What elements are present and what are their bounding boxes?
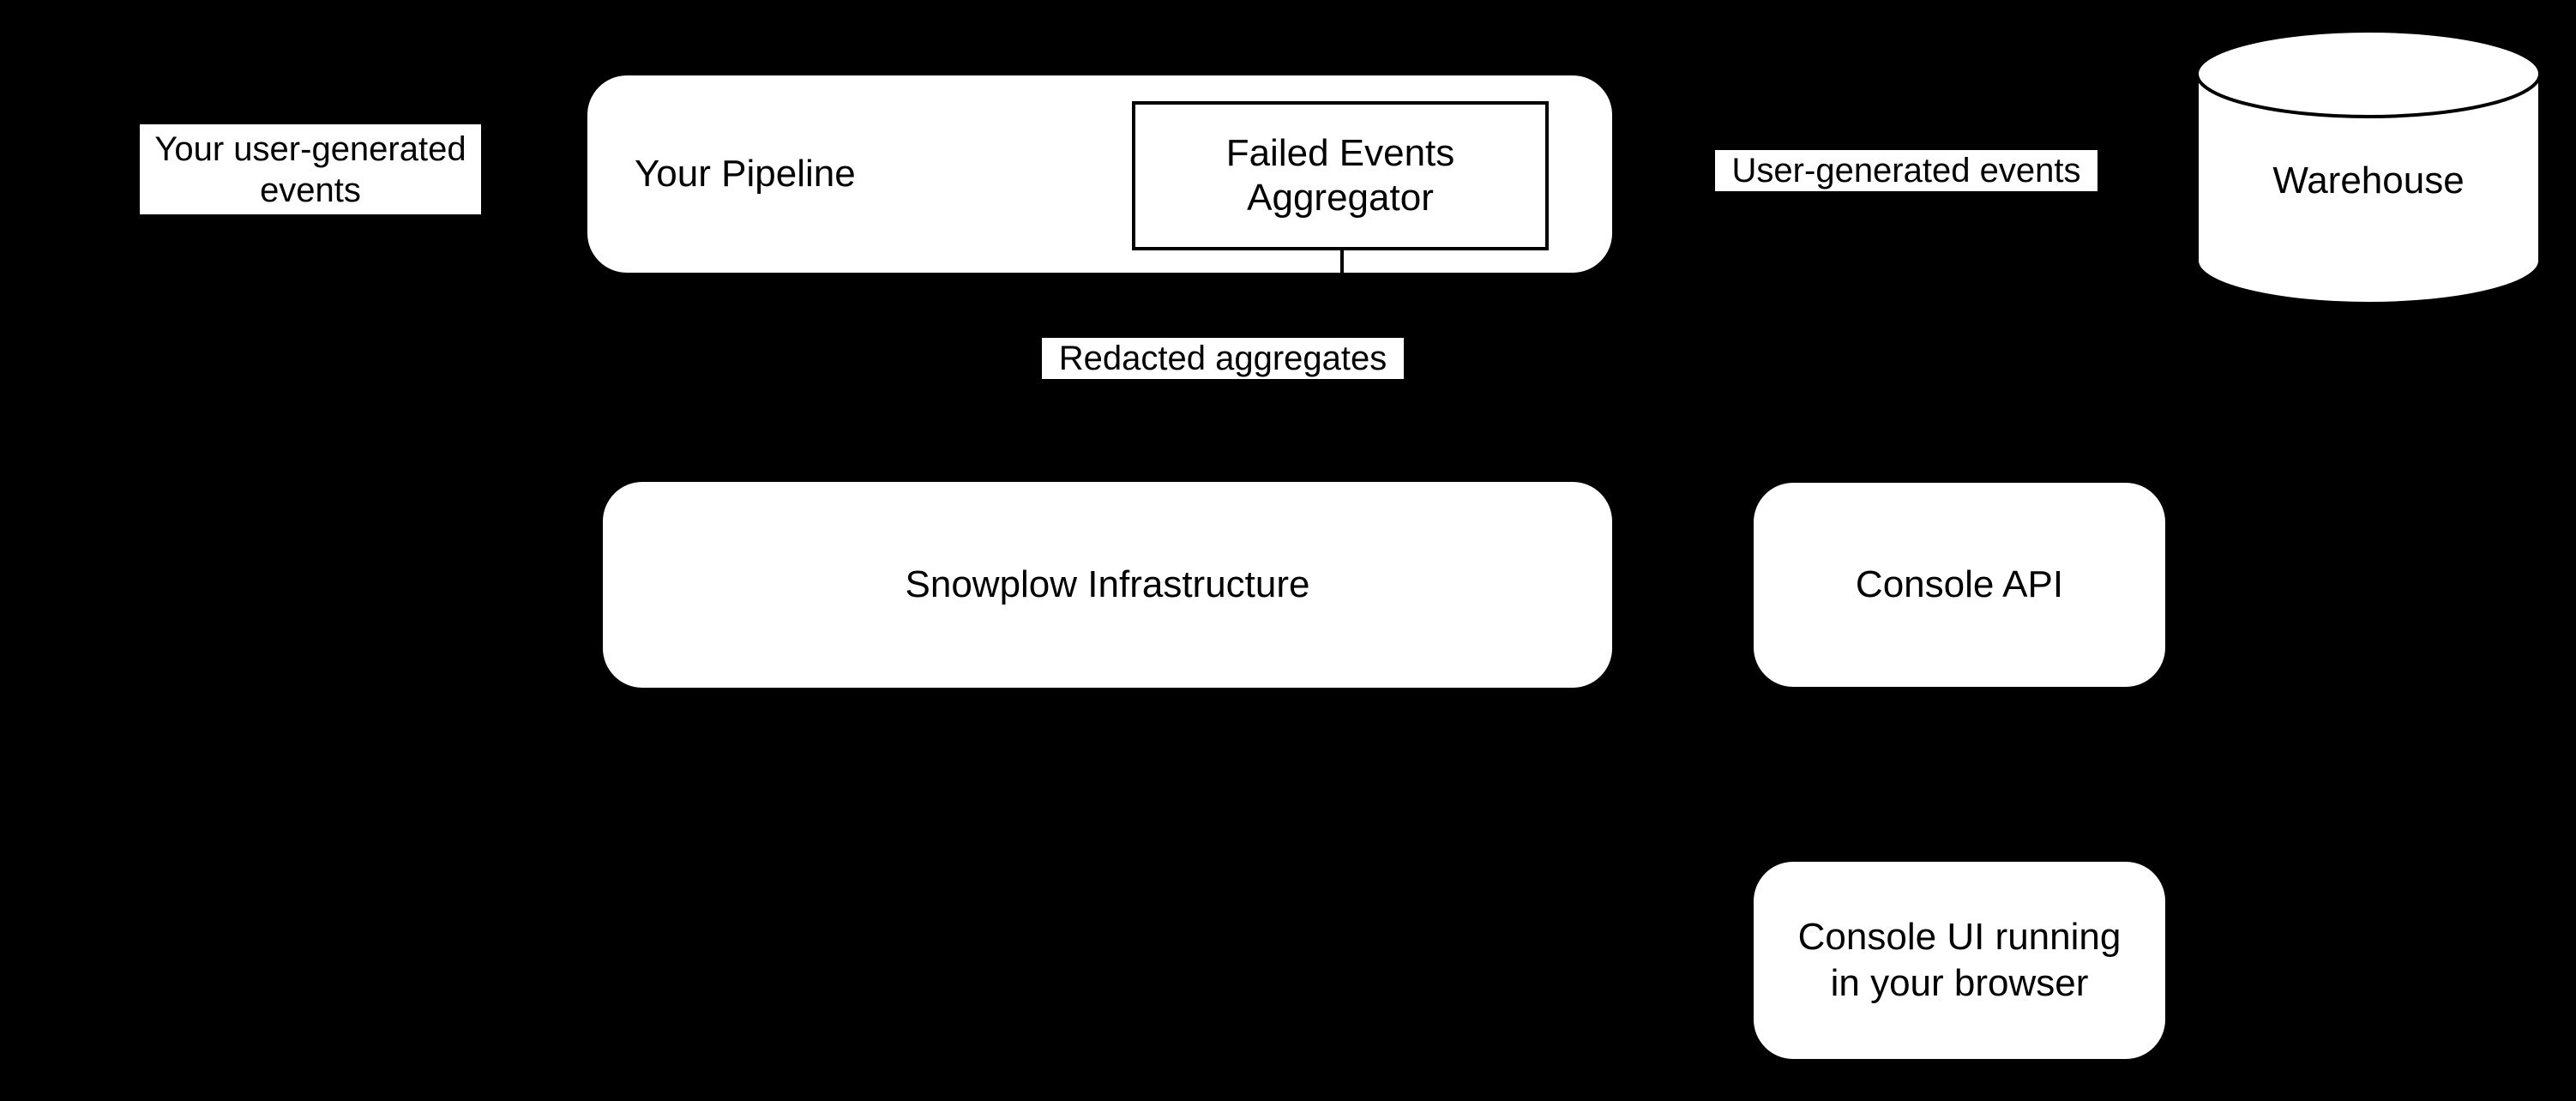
node-console-api-label: Console API [1855, 563, 2064, 605]
node-console-api[interactable]: Console API [1754, 483, 2165, 687]
node-snowplow-infrastructure[interactable]: Snowplow Infrastructure [603, 482, 1612, 688]
node-warehouse[interactable]: Warehouse [2195, 29, 2542, 305]
label-your-user-generated-events: Your user-generated events [140, 124, 481, 214]
node-your-pipeline-label: Your Pipeline [635, 153, 856, 195]
node-snowplow-infrastructure-label: Snowplow Infrastructure [905, 563, 1310, 605]
node-console-ui-label: Console UI running in your browser [1797, 916, 2122, 1004]
node-failed-events-aggregator-label: Failed Events Aggregator [1225, 132, 1455, 219]
connector-aggregator-to-redacted-aggregates [1340, 249, 1344, 276]
node-failed-events-aggregator[interactable]: Failed Events Aggregator [1132, 101, 1549, 250]
label-user-generated-events: User-generated events [1715, 150, 2098, 191]
node-console-ui[interactable]: Console UI running in your browser [1754, 862, 2165, 1059]
node-warehouse-label: Warehouse [2272, 159, 2465, 202]
label-redacted-aggregates: Redacted aggregates [1042, 338, 1404, 379]
cylinder-icon [2195, 29, 2542, 305]
